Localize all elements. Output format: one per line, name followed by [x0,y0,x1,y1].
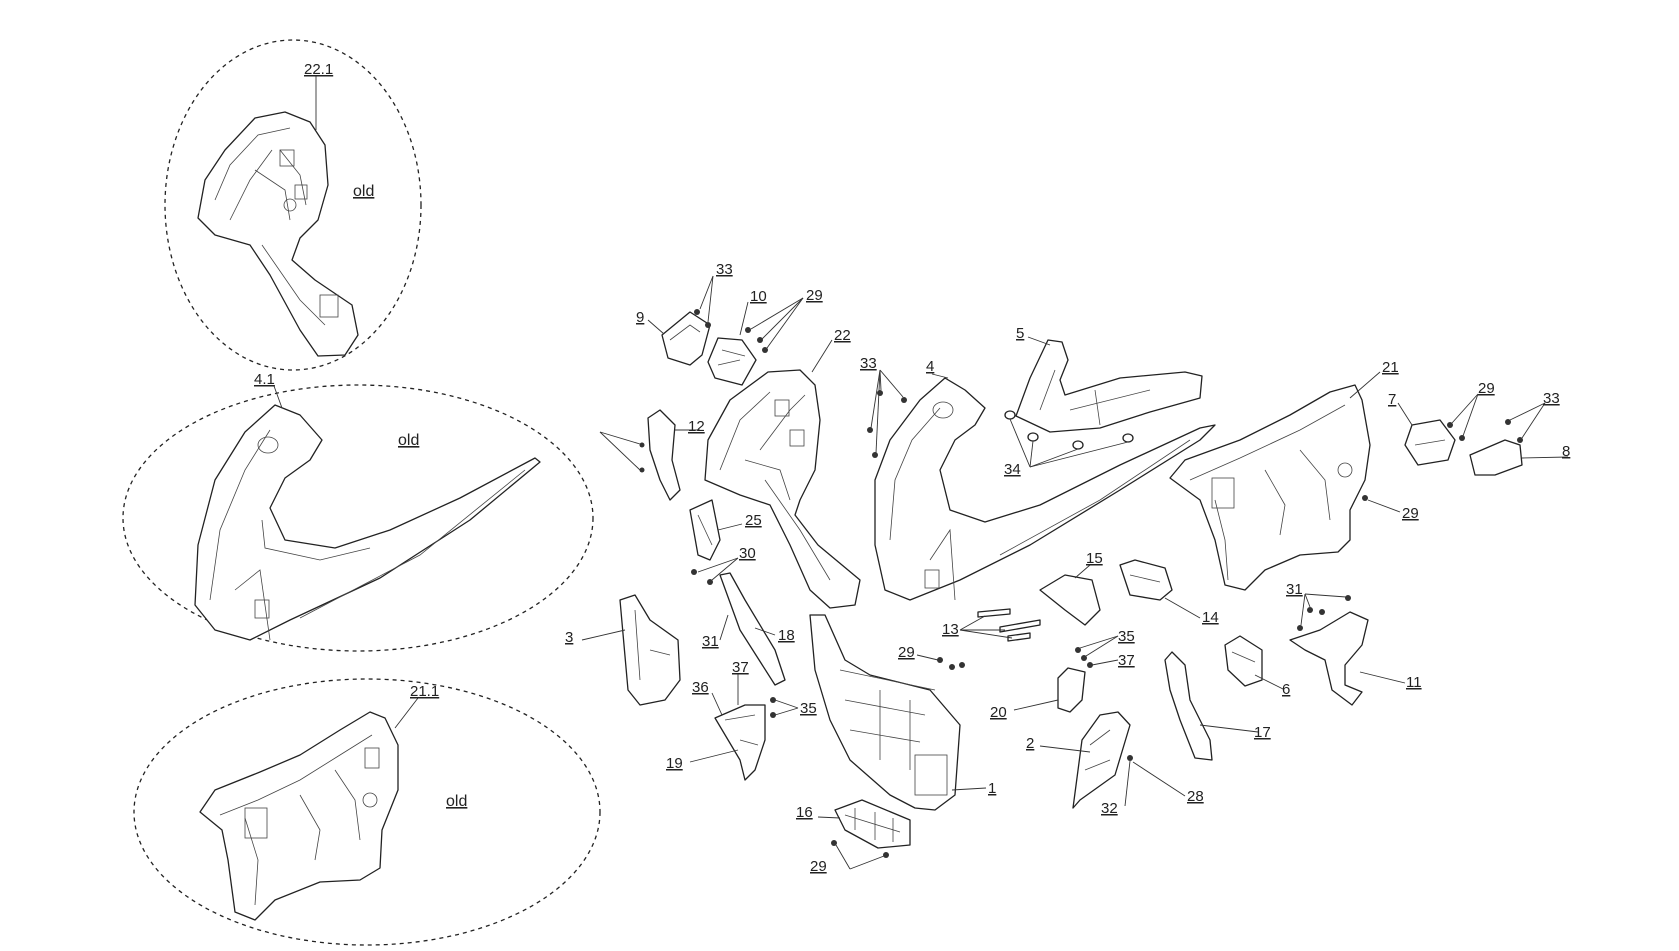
callout-28: 28 [1187,788,1204,805]
part-17: 17 [1164,651,1271,761]
fasteners-33-a: 33 [694,261,733,328]
callout-29: 29 [1478,380,1495,397]
old-label: old [353,183,374,200]
old-label: old [446,793,467,810]
callout-32: 32 [1101,800,1118,817]
fasteners-30: 30 [691,545,756,585]
callout-36: 36 [692,679,709,696]
callout-6: 6 [1282,681,1290,698]
callout-31: 31 [702,633,719,650]
callout-37: 37 [732,659,749,676]
fasteners-29-e: 29 [810,840,889,875]
fasteners-29-b: 29 [1362,495,1419,522]
callout-14: 14 [1202,609,1219,626]
part-2: 2 [1026,711,1131,809]
callout-10: 10 [750,288,767,305]
part-22: 22 [704,327,861,609]
callout-9: 9 [636,309,644,326]
callout-22-1: 22.1 [304,61,333,78]
callout-20: 20 [990,704,1007,721]
callout-13: 13 [942,621,959,638]
callout-16: 16 [796,804,813,821]
fasteners-33-b: 33 [860,355,907,458]
callout-17: 17 [1254,724,1271,741]
old-variant-22-1-inset: 22.1 old [164,39,422,371]
callout-30: 30 [739,545,756,562]
part-10: 10 [707,288,767,386]
part-18: 31 18 [702,572,795,686]
callout-34: 34 [1004,461,1021,478]
callout-31: 31 [1286,581,1303,598]
old-label: old [398,432,419,449]
callout-3: 3 [565,629,573,646]
callout-33: 33 [860,355,877,372]
callout-29: 29 [1402,505,1419,522]
part-13: 13 [942,608,1041,642]
callout-29: 29 [806,287,823,304]
old-variant-21-1-inset: 21.1 old [133,678,601,946]
fasteners-29-d: 29 [898,644,965,670]
part-19: 36 37 35 19 [666,659,817,781]
callout-18: 18 [778,627,795,644]
part-12: 12 [599,409,705,501]
callout-35: 35 [1118,628,1135,645]
callout-15: 15 [1086,550,1103,567]
callout-1: 1 [988,780,996,797]
callout-4-1: 4.1 [254,371,275,388]
callout-25: 25 [745,512,762,529]
part-11: 31 11 [1286,581,1422,706]
part-25: 25 [689,499,762,561]
part-1: 1 [809,614,996,811]
part-6: 6 [1224,635,1290,698]
callout-8: 8 [1562,443,1570,460]
part-21: 21 [1169,359,1399,591]
part-3: 3 [565,594,681,706]
callout-4: 4 [926,358,934,375]
callout-33: 33 [1543,390,1560,407]
fasteners-29-a: 29 [745,287,823,353]
part-14: 14 [1119,559,1219,626]
callout-37: 37 [1118,652,1135,669]
grommets-34: 34 [1004,410,1134,478]
part-8: 8 [1469,439,1570,476]
part-4: 4 [874,358,1216,601]
callout-21: 21 [1382,359,1399,376]
callout-11: 11 [1406,674,1422,691]
callout-19: 19 [666,755,683,772]
part-20: 35 37 20 [990,628,1135,721]
callout-5: 5 [1016,325,1024,342]
callout-2: 2 [1026,735,1034,752]
callout-7: 7 [1388,391,1396,408]
part-9: 9 [636,309,711,366]
old-variant-4-1-inset: 4.1 old [122,371,594,652]
fasteners-29-c: 29 [1447,380,1495,441]
fasteners-33-c: 33 [1505,390,1560,443]
callout-12: 12 [688,418,705,435]
part-15: 15 [1039,550,1103,626]
part-7: 7 [1388,391,1456,466]
part-16: 16 [796,799,911,849]
callout-35: 35 [800,700,817,717]
callout-33: 33 [716,261,733,278]
callout-22: 22 [834,327,851,344]
callout-21-1: 21.1 [410,683,439,700]
part-5: 5 [1015,325,1203,433]
callout-29: 29 [898,644,915,661]
callout-29: 29 [810,858,827,875]
fasteners-32-28: 32 28 [1101,755,1204,817]
